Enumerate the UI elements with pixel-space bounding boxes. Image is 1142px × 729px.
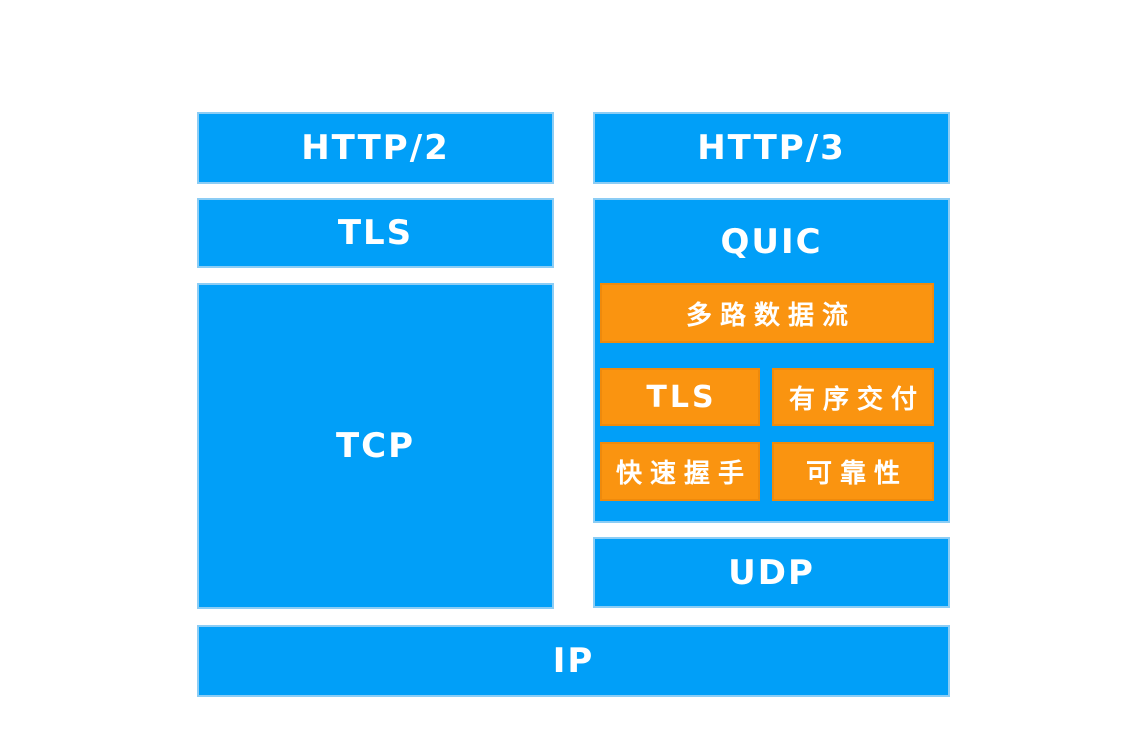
quic-feature-multiplexed-streams: 多路数据流 [600,283,934,343]
quic-feature-fast-handshake: 快速握手 [600,442,760,501]
quic-feature-ordered-delivery-label: 有序交付 [788,384,925,415]
layer-quic-label: QUIC [720,221,823,262]
layer-ip-label: IP [552,641,595,681]
quic-feature-tls-label: TLS [646,379,717,415]
layer-tls: TLS [197,198,554,268]
layer-tcp: TCP [197,283,554,609]
layer-quic-title: QUIC [595,200,948,283]
layer-http2-label: HTTP/2 [301,128,450,168]
layer-udp: UDP [593,537,950,608]
quic-feature-tls: TLS [600,368,760,426]
layer-http3: HTTP/3 [593,112,950,184]
layer-tls-label: TLS [337,213,414,253]
quic-feature-fast-handshake-label: 快速握手 [615,459,752,489]
layer-http2: HTTP/2 [197,112,554,184]
layer-udp-label: UDP [728,552,815,593]
quic-feature-reliability: 可靠性 [772,442,934,501]
quic-feature-ordered-delivery: 有序交付 [772,368,934,426]
layer-quic: QUIC 多路数据流 TLS 有序交付 快速握手 可靠性 [593,198,950,523]
layer-tcp-label: TCP [335,426,416,466]
layer-http3-label: HTTP/3 [697,128,846,168]
quic-feature-reliability-label: 可靠性 [805,459,908,489]
quic-feature-multiplexed-streams-label: 多路数据流 [685,300,856,331]
layer-ip: IP [197,625,950,697]
